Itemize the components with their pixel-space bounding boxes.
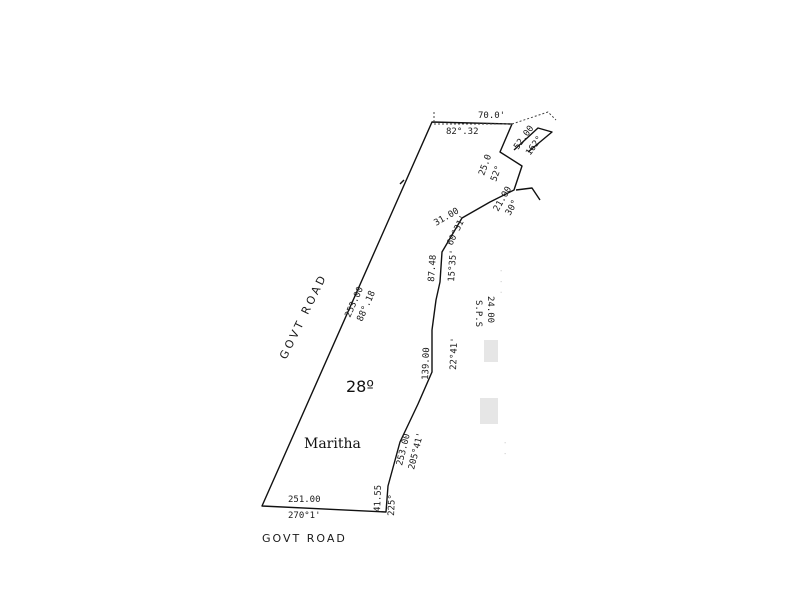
west-tick <box>399 179 405 185</box>
south-road-label: GOVT ROAD <box>262 532 347 545</box>
adjoining-value: 24.00 <box>485 296 495 323</box>
adjoining-mark-1 <box>484 340 498 362</box>
east-notch <box>515 187 541 201</box>
east-4-length: 87.48 <box>427 254 439 282</box>
top-bearing: 82°.32 <box>446 127 479 137</box>
east-6-bearing: 52° <box>489 164 504 183</box>
north-east-dotted-line <box>511 111 557 125</box>
top-dotted-extension <box>433 112 512 125</box>
adjoining-faint-1: · · · <box>495 268 505 295</box>
owner-name: Maritha <box>304 436 361 452</box>
west-road-label: GOVT ROAD <box>277 271 330 361</box>
adjoining-mark-2 <box>480 398 498 424</box>
south-length: 251.00 <box>288 495 321 505</box>
south-bearing: 270°1' <box>288 511 321 521</box>
top-length: 70.0' <box>478 111 505 121</box>
east-1-length: 41.55 <box>373 485 384 512</box>
plot-area: 28º <box>346 377 374 396</box>
east-1-bearing: 225° <box>387 494 398 516</box>
east-3-bearing: 22°41' <box>449 337 460 370</box>
east-3-length: 139.00 <box>421 347 432 380</box>
plot-boundary <box>261 121 523 513</box>
north-east-notch <box>513 127 553 153</box>
adjoining-label: S.P.S <box>473 300 483 327</box>
east-4-bearing: 15°35' <box>447 249 459 282</box>
adjoining-faint-2: · · <box>499 440 509 456</box>
